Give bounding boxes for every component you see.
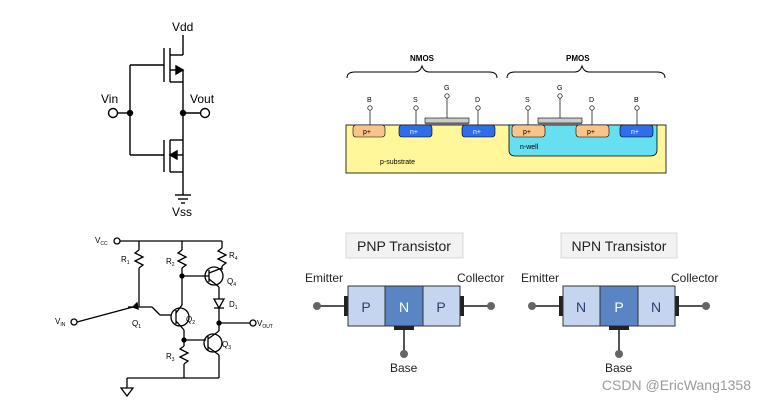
pmos-arrow-icon — [175, 64, 185, 76]
pmos-g-label: G — [557, 85, 562, 92]
pnp-emitter-label: Emitter — [305, 271, 343, 285]
nmos-drain-label: n+ — [473, 129, 481, 136]
vout-terminal — [199, 107, 211, 119]
pmos-nplus-label: n+ — [631, 129, 639, 136]
watermark: CSDN @EricWang1358 — [602, 377, 751, 393]
q2-label: Q2 — [186, 315, 195, 326]
nmos-drain-nplus — [461, 124, 496, 138]
npn-region-collector — [637, 285, 676, 327]
d1-diode-icon — [212, 298, 226, 310]
pmos-title: PMOS — [566, 54, 590, 63]
nmos-arrow-icon — [168, 149, 178, 161]
pmos-drain-pplus — [575, 124, 610, 138]
npn-base-terminal — [615, 350, 623, 358]
d1-label: D1 — [229, 300, 238, 311]
r1-label: R1 — [121, 255, 130, 266]
pmos-gate-oxide — [538, 123, 582, 125]
ground-icon — [119, 387, 135, 398]
n-well-label: n-well — [520, 144, 539, 151]
vout-ttl-label: VOUT — [257, 319, 273, 330]
nmos-gate-oxide — [425, 123, 469, 125]
ttl-circuit — [70, 237, 257, 398]
nmos-d-label: D — [475, 97, 480, 104]
nmos-title: NMOS — [410, 54, 435, 63]
npn-title-box — [560, 232, 678, 259]
nmos-source-nplus — [398, 124, 433, 138]
r4-label: R4 — [229, 251, 238, 262]
pnp-region-emitter — [347, 285, 386, 327]
npn-emitter-terminal — [528, 302, 536, 310]
vin-terminal — [107, 107, 119, 119]
r3-label: R3 — [166, 352, 175, 363]
pnp-base-terminal — [400, 350, 408, 358]
q1-label: Q1 — [132, 319, 141, 330]
npn-base-label: Base — [605, 361, 633, 375]
nmos-g-label: G — [444, 85, 449, 92]
pnp-title-box — [345, 232, 464, 259]
pnp-region-label-1: P — [361, 299, 370, 315]
vcc-label: VCC — [95, 236, 108, 247]
pmos-source-pplus — [511, 124, 546, 138]
q3-label: Q3 — [222, 340, 231, 351]
nmos-source-label: n+ — [410, 129, 418, 136]
pmos-gate — [537, 117, 583, 124]
vin-label: Vin — [101, 92, 118, 106]
npn-collector-terminal — [702, 302, 710, 310]
pnp-collector-terminal — [487, 302, 495, 310]
vout-label: Vout — [190, 92, 215, 106]
npn-collector-label: Collector — [671, 271, 718, 285]
cmos-cross-section: NMOS PMOS p-substrate n-well p+ n+ n+ p+… — [345, 54, 667, 174]
pnp-region-collector — [422, 285, 461, 327]
pnp-transistor: PNP Transistor Emitter Collector P N P B… — [305, 232, 504, 375]
nmos-pplus-label: p+ — [363, 129, 371, 136]
pnp-base-label: Base — [390, 361, 418, 375]
pnp-title: PNP Transistor — [357, 238, 451, 254]
npn-region-label-3: N — [651, 299, 661, 315]
nmos-body-pplus — [352, 124, 386, 138]
npn-transistor: NPN Transistor Emitter Collector N P N B… — [521, 232, 718, 375]
npn-title: NPN Transistor — [572, 238, 667, 254]
pmos-drain-label: p+ — [587, 129, 595, 136]
vss-label: Vss — [172, 205, 192, 219]
pmos-s-label: S — [525, 97, 530, 104]
npn-region-base — [599, 285, 639, 327]
vin-ttl-label: VIN — [55, 317, 66, 328]
nmos-s-label: S — [413, 97, 418, 104]
vdd-label: Vdd — [172, 20, 193, 34]
pmos-source-label: p+ — [523, 129, 531, 136]
r2-label: R2 — [166, 257, 175, 268]
q4-label: Q4 — [227, 277, 236, 288]
q3-transistor — [203, 333, 223, 353]
npn-region-label-2: P — [614, 299, 623, 315]
pnp-region-label-3: P — [436, 299, 445, 315]
pmos-brace — [506, 64, 666, 79]
vin-ttl-terminal — [70, 318, 78, 326]
pnp-region-label-2: N — [399, 299, 409, 315]
vcc-terminal — [113, 237, 121, 245]
nmos-brace — [346, 64, 498, 79]
pmos-d-label: D — [589, 97, 594, 104]
ttl-labels: VCC VIN VOUT R1 R2 R3 R4 Q1 Q2 Q3 Q4 D1 — [55, 236, 273, 363]
vout-ttl-terminal — [249, 319, 257, 327]
nmos-gate — [424, 117, 470, 124]
pmos-b-label: B — [634, 97, 639, 104]
npn-region-label-1: N — [576, 299, 586, 315]
pnp-emitter-terminal — [313, 302, 321, 310]
pmos-body-nplus — [619, 124, 654, 138]
p-substrate-label: p-substrate — [380, 159, 415, 166]
pnp-collector-label: Collector — [457, 271, 504, 285]
cmos-inverter: Vdd Vin Vout Vss — [101, 20, 215, 219]
nmos-b-label: B — [367, 97, 372, 104]
npn-emitter-label: Emitter — [521, 271, 559, 285]
